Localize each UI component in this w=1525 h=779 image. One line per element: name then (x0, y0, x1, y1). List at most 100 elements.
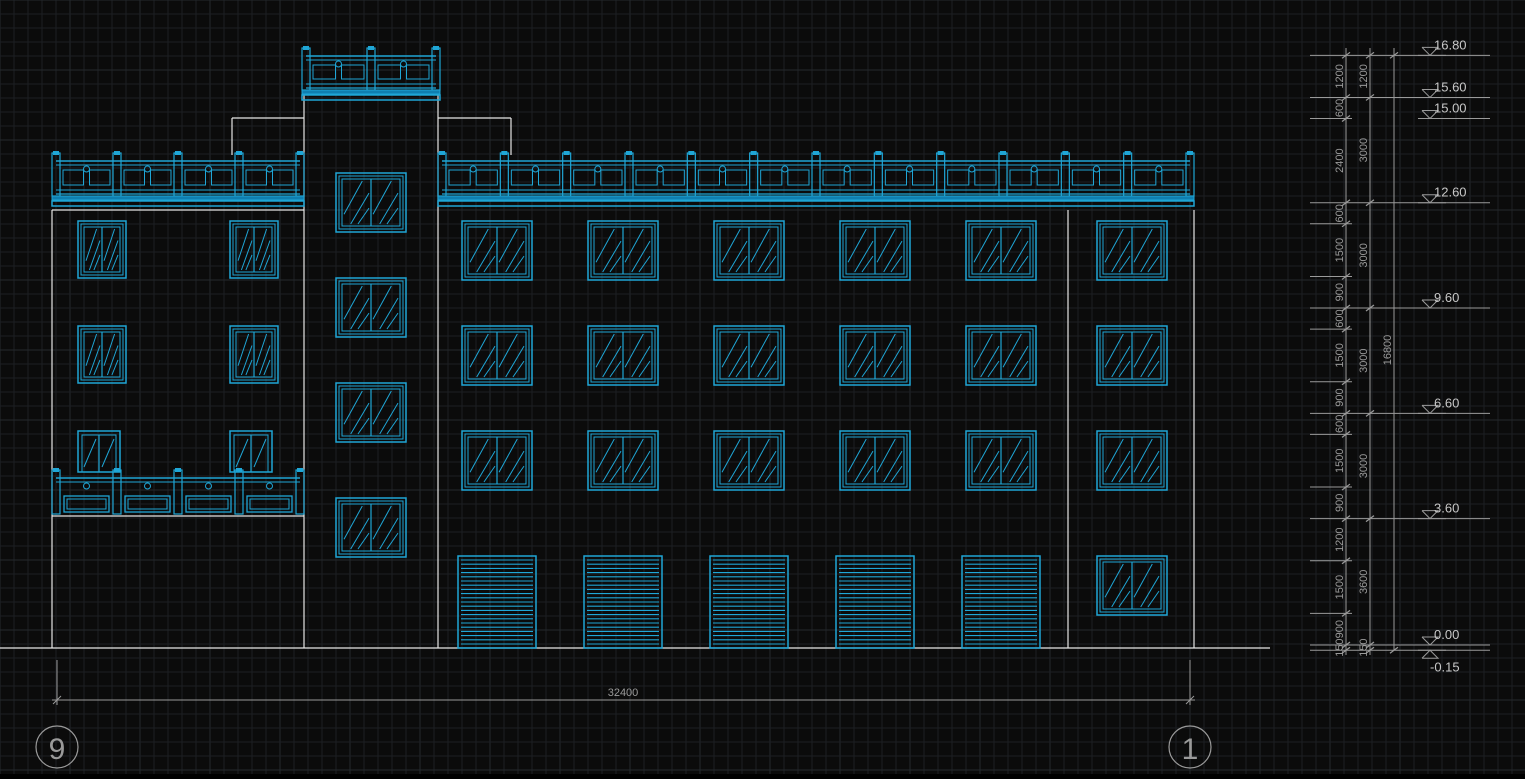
glass-hatch (1147, 360, 1160, 378)
glass-hatch (757, 240, 777, 273)
shutter-door (961, 555, 1041, 649)
glass-hatch (1016, 465, 1029, 483)
window-small (77, 220, 127, 279)
railing-top-stair (301, 46, 441, 101)
glass-hatch (764, 255, 777, 273)
glass-hatch (764, 465, 777, 483)
railing-panel (538, 169, 561, 186)
dimension-tick (1365, 646, 1375, 654)
railing-panel (312, 64, 336, 80)
glass-hatch (883, 345, 903, 378)
railing-panel (697, 169, 720, 186)
cornice-band (301, 94, 441, 101)
glass-hatch (476, 240, 496, 273)
window-small-partial (229, 430, 273, 473)
glass-hatch (624, 228, 644, 263)
glass-hatch (235, 438, 249, 468)
railing-panel (124, 495, 171, 513)
dimension-tick (1341, 557, 1351, 565)
railing-ornament (1155, 165, 1163, 173)
railing-ornament (656, 165, 664, 173)
window-frame-inner (1099, 433, 1165, 488)
glass-hatch (624, 438, 644, 473)
window-stair (335, 497, 407, 558)
window-main (839, 430, 911, 491)
glass-hatch (1009, 450, 1029, 483)
railing-post (112, 469, 122, 515)
glass-hatch (1009, 240, 1029, 273)
glass-hatch (498, 333, 518, 368)
level-triangle (1421, 110, 1440, 120)
window-frame-outer (1096, 220, 1168, 281)
level-label: 15.00 (1434, 101, 1467, 116)
glass-hatch (483, 465, 496, 483)
railing-ornament (532, 165, 539, 173)
window-frame-outer (335, 497, 407, 558)
window-frame-inner (232, 328, 276, 381)
cornice-band (51, 195, 305, 201)
glass-hatch (386, 532, 399, 550)
axis-bubble-right: 1 (1168, 725, 1212, 769)
dimension-tick (1341, 430, 1351, 438)
glass-hatch (631, 450, 651, 483)
glass-hatch (624, 333, 644, 368)
window-frame-outer (713, 220, 785, 281)
shutter-frame (709, 555, 789, 649)
railing-panel (272, 169, 294, 186)
railing-post-cap (813, 151, 819, 155)
glass-hatch (88, 345, 101, 376)
glass-hatch (350, 517, 370, 550)
window-frame-outer (335, 172, 407, 233)
vertical-dimensions: 1509001500120090015006009001500600900150… (1310, 37, 1490, 674)
window-frame-inner (842, 433, 908, 488)
dimension-label: 1500 (1334, 343, 1346, 367)
level-marker: 3.60 (1418, 501, 1490, 520)
axis-label-left: 9 (49, 733, 66, 766)
window-frame-inner (232, 223, 276, 276)
glass-hatch (1140, 345, 1160, 378)
level-marker: 15.00 (1418, 101, 1490, 120)
railing-post (234, 469, 244, 515)
glass-hatch (103, 228, 116, 261)
level-marker: -0.15 (1418, 649, 1490, 674)
railing-panel (406, 64, 430, 80)
dimension-tick (1341, 51, 1351, 59)
railing-panel (66, 498, 107, 510)
window-frame-outer (965, 325, 1037, 386)
railing-ornament (266, 165, 273, 173)
glass-hatch (1133, 228, 1153, 263)
level-triangle (1421, 299, 1440, 309)
dimension-label: 1200 (1334, 64, 1346, 88)
glass-hatch (258, 240, 271, 271)
railing-panel (448, 169, 471, 186)
dimension-tick (1341, 115, 1351, 122)
level-label: 0.00 (1434, 627, 1459, 642)
level-label: 3.60 (1434, 501, 1459, 516)
window-frame-outer (713, 430, 785, 491)
glass-hatch (357, 207, 370, 225)
glass-hatch (1147, 590, 1160, 608)
railing-post-cap (688, 151, 695, 155)
railing-panel (912, 169, 935, 186)
glass-hatch (498, 438, 518, 473)
railing-roof-left (51, 151, 305, 207)
railing-post-cap (937, 151, 944, 155)
railing-panel (662, 169, 685, 186)
glass-hatch (750, 228, 770, 263)
rolling-shutter-doors (457, 555, 1041, 649)
railing-panel (1009, 169, 1032, 186)
window-main (587, 430, 659, 491)
glass-hatch (505, 450, 525, 483)
shutter-frame (961, 555, 1041, 649)
level-triangle (1421, 510, 1440, 520)
glass-hatch (258, 345, 271, 376)
glass-hatch (1111, 345, 1131, 378)
railing-ornament (266, 482, 273, 490)
glass-hatch (764, 360, 777, 378)
railing-ornament (906, 165, 913, 173)
glass-hatch (890, 255, 903, 273)
glass-hatch (357, 417, 370, 435)
glass-hatch (386, 417, 399, 435)
